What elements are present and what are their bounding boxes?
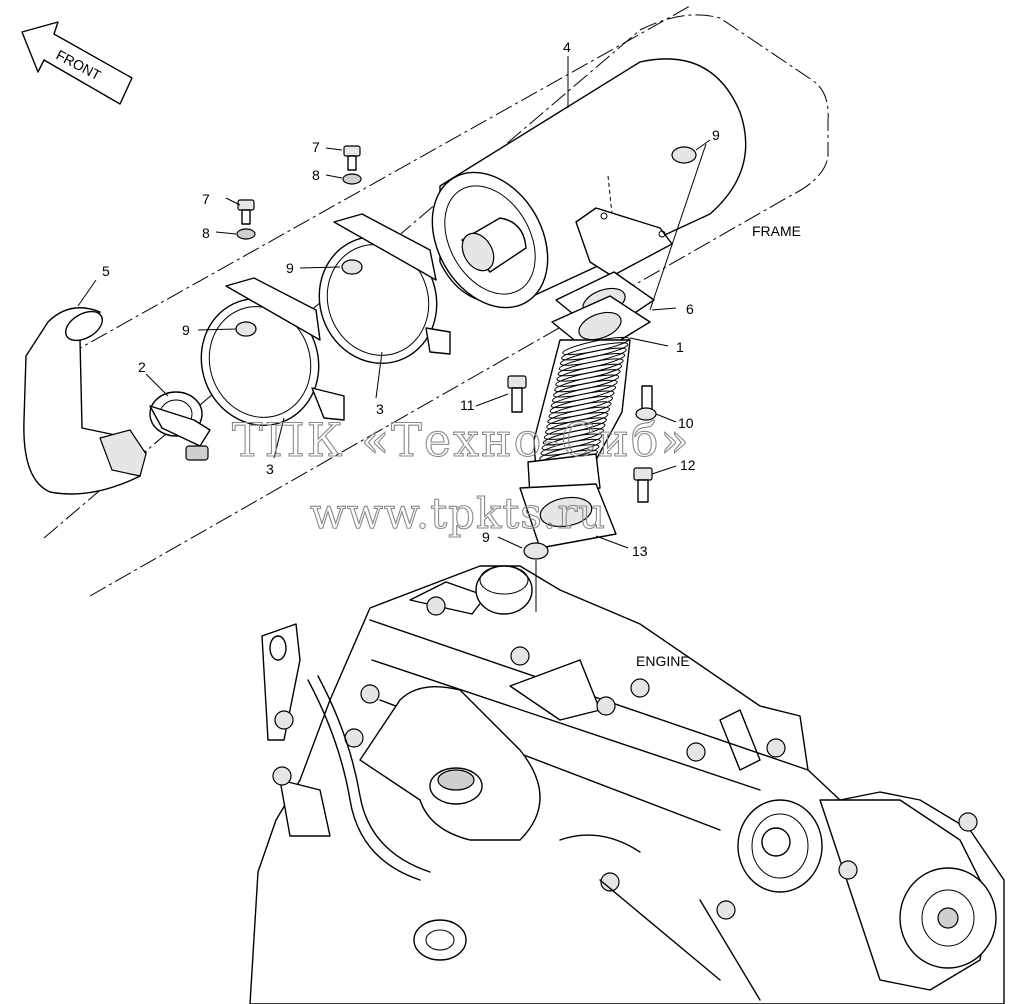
tail-pipe [23,307,147,495]
callout-5: 5 [102,263,110,279]
bellows-corrugations [538,336,630,467]
bolt-7b [343,145,361,171]
callout-9c: 9 [712,127,720,143]
callout-13: 13 [632,543,648,559]
leader-lines [77,56,711,612]
callout-1: 1 [676,339,684,355]
muffler [431,58,747,309]
engine-bolt-head [360,684,380,704]
nut-9b [341,259,363,275]
engine-bolt-head [510,646,530,666]
callout-8a: 8 [202,225,210,241]
callout-9d: 9 [482,529,490,545]
callout-2: 2 [138,359,146,375]
callout-11: 11 [460,397,475,413]
engine-bolt-head [766,738,786,758]
engine-bolt-head [274,710,294,730]
callout-4: 4 [563,39,571,55]
callout-10: 10 [678,415,694,431]
engine-bolt-head [838,860,858,880]
engine-bolt-head [686,742,706,762]
bolt-12 [633,467,653,503]
frame-label: FRAME [752,223,801,239]
flexible-bellows-pipe [527,336,631,497]
engine-bolt-head [716,900,736,920]
engine-bolt-head [426,596,446,616]
callout-7a: 7 [202,191,210,207]
callout-7b: 7 [312,139,320,155]
callout-3b: 3 [376,401,384,417]
callout-6: 6 [686,301,694,317]
washer-8a [236,228,256,240]
engine-bolt-head [596,696,616,716]
pipe-clamp [149,391,211,461]
nut-9d [523,542,549,560]
band-clamp-left [200,277,345,427]
bolt-7a [237,199,255,225]
watermark-url: www.tpkts.ru [310,489,606,538]
front-arrow-icon: FRONT [21,21,133,105]
callout-8b: 8 [312,167,320,183]
lower-flange [519,483,617,549]
bolt-11 [507,375,527,413]
engine [249,565,1005,1004]
engine-bolt-heads [272,596,978,920]
callout-9a: 9 [182,322,190,338]
watermark-company: ТПК «Техно-Сиб» [232,413,691,467]
callout-9b: 9 [286,260,294,276]
nut-9a [235,321,257,337]
engine-bolt-head [958,812,978,832]
frame-outline [43,5,829,597]
callout-12: 12 [680,457,696,473]
nut-9c [671,146,697,164]
washer-8b [342,173,362,185]
callout-3a: 3 [266,461,274,477]
engine-label: ENGINE [636,653,690,669]
band-clamp-right [318,213,451,365]
engine-bolt-head [600,872,620,892]
engine-bolt-head [630,678,650,698]
engine-bolt-head [272,766,292,786]
